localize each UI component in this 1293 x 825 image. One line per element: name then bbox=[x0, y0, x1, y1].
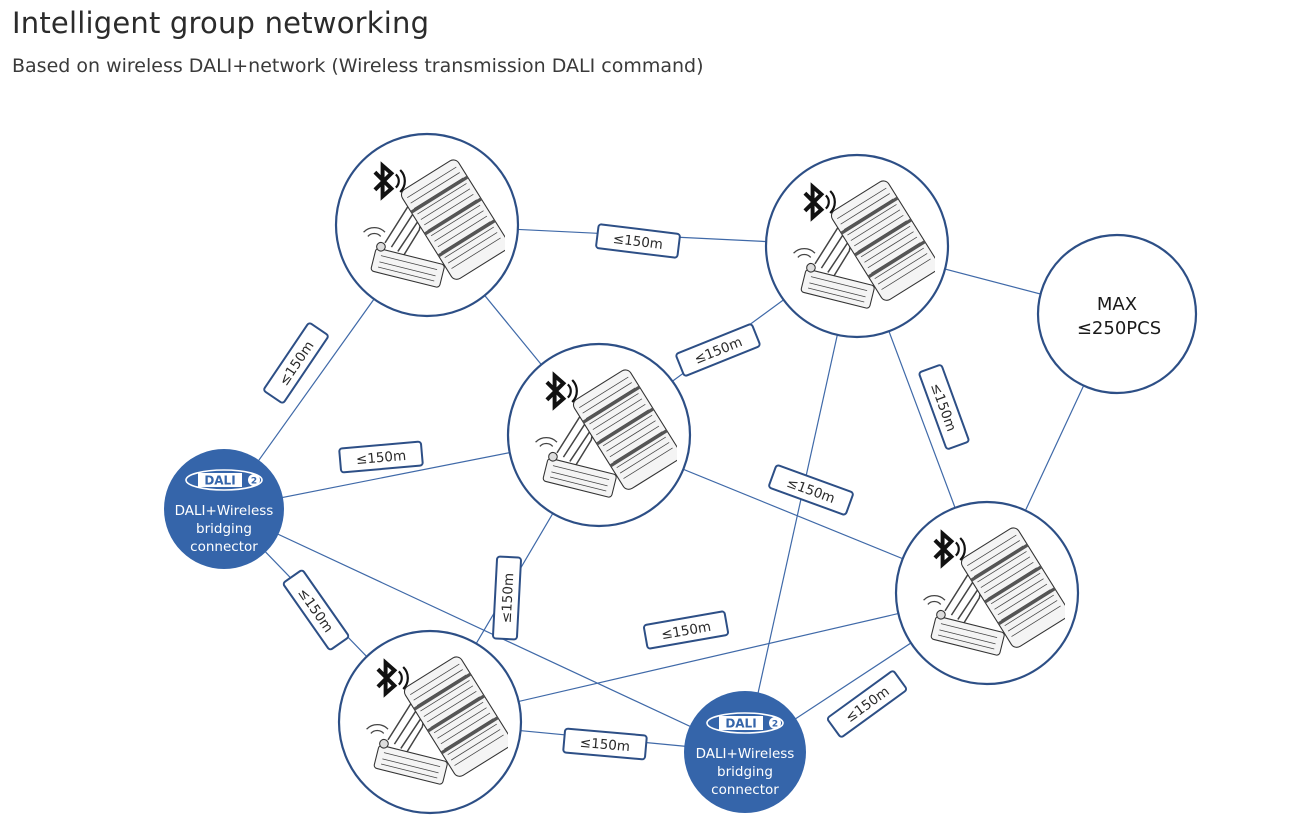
distance-label: ≤150m bbox=[768, 464, 854, 516]
distance-label-box bbox=[338, 440, 424, 474]
distance-labels: ≤150m ≤150m ≤150m ≤150m ≤150m ≤150m ≤150m ≤150m… bbox=[263, 223, 970, 761]
network-link bbox=[223, 508, 746, 753]
distance-label-box bbox=[263, 322, 329, 404]
distance-label: ≤150m bbox=[492, 555, 522, 641]
distance-label-text: ≤150m bbox=[579, 735, 630, 755]
lamp-node bbox=[334, 132, 520, 318]
distance-label: ≤150m bbox=[562, 727, 648, 761]
max-count-label: ≤250PCS bbox=[1077, 318, 1161, 339]
distance-label-box bbox=[595, 223, 681, 259]
lamp-node bbox=[506, 342, 692, 528]
connector-label-line: DALI+Wireless bbox=[696, 746, 795, 762]
distance-label: ≤150m bbox=[675, 323, 761, 377]
lamp-node bbox=[337, 629, 523, 815]
connector-label-line: DALI+Wireless bbox=[175, 503, 274, 519]
connector-label-line: connector bbox=[190, 539, 258, 555]
distance-label: ≤150m bbox=[282, 569, 350, 651]
distance-label-box bbox=[675, 323, 761, 377]
dali-logo-text: DALI bbox=[204, 474, 235, 488]
distance-label: ≤150m bbox=[595, 223, 681, 259]
lamp-node bbox=[764, 153, 950, 339]
max-label: MAX bbox=[1097, 294, 1137, 315]
page-title: Intelligent group networking bbox=[12, 6, 430, 40]
dali-logo: DALI 2 bbox=[706, 712, 784, 734]
distance-label-box bbox=[282, 569, 350, 651]
network-link bbox=[429, 592, 988, 723]
connector-label-line: bridging bbox=[717, 764, 773, 780]
max-capacity-node: MAX ≤250PCS bbox=[1036, 233, 1198, 395]
distance-label: ≤150m bbox=[918, 364, 970, 450]
page-subtitle: Based on wireless DALI+network (Wireless… bbox=[12, 55, 704, 77]
dali-logo: DALI 2 bbox=[185, 469, 263, 491]
distance-label-box bbox=[562, 727, 648, 761]
distance-label-box bbox=[768, 464, 854, 516]
distance-label-box bbox=[643, 610, 729, 650]
dali-logo-text: DALI bbox=[725, 717, 756, 731]
dali-badge-text: 2 bbox=[772, 720, 778, 730]
connector-label-line: connector bbox=[711, 782, 779, 798]
dali-logo-band bbox=[719, 716, 763, 730]
distance-label: ≤150m bbox=[643, 610, 729, 650]
dali-badge-circle bbox=[248, 474, 260, 486]
connector-label-line: bridging bbox=[196, 521, 252, 537]
distance-label: ≤150m bbox=[263, 322, 329, 404]
max-capacity-circle bbox=[1036, 233, 1198, 395]
distance-label-text: ≤150m bbox=[612, 231, 664, 253]
distance-label-box bbox=[492, 555, 522, 641]
dali-badge-text: 2 bbox=[251, 477, 257, 487]
distance-label-text: ≤150m bbox=[499, 573, 518, 624]
distance-label: ≤150m bbox=[338, 440, 424, 474]
dali-badge-circle bbox=[769, 717, 781, 729]
dali-logo-band bbox=[198, 473, 242, 487]
distance-label-text: ≤150m bbox=[355, 448, 406, 468]
distance-label-box bbox=[826, 670, 908, 738]
distance-label-box bbox=[918, 364, 970, 450]
lamp-node bbox=[894, 500, 1080, 686]
distance-label: ≤150m bbox=[826, 670, 908, 738]
